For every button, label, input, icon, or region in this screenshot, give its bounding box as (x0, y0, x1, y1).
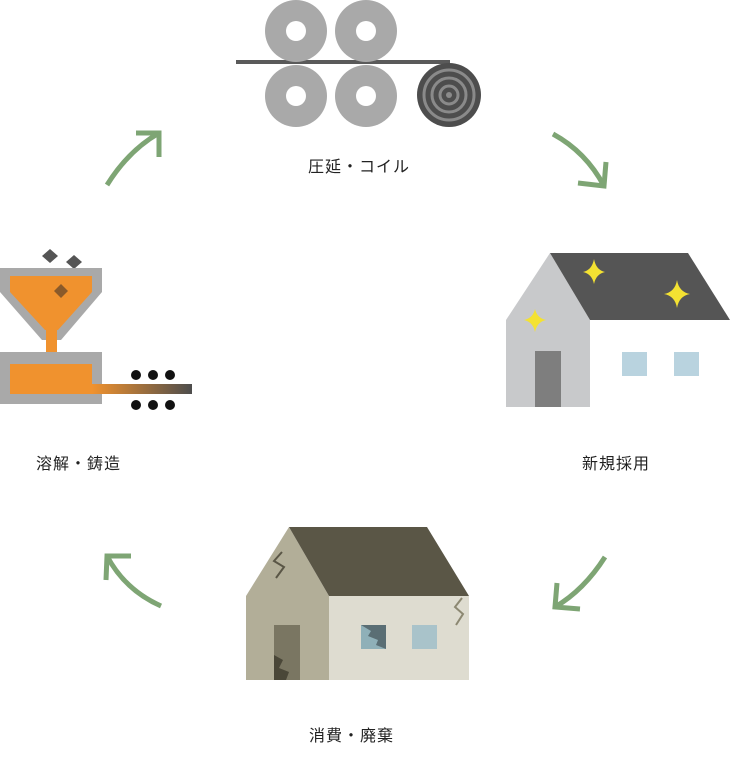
new-house-window-left (622, 352, 647, 376)
old-house-window (412, 625, 437, 649)
arrow-melting-to-rolling (104, 130, 162, 187)
sparkle-icon (524, 309, 546, 332)
pellet (131, 370, 141, 380)
scrap-piece (66, 255, 82, 269)
pellet (148, 370, 158, 380)
steel-coil (417, 63, 481, 127)
old-house-icon (246, 527, 469, 680)
molten-metal (10, 276, 92, 330)
new-house-icon (506, 253, 730, 407)
new-house-window-right (674, 352, 699, 376)
mold-metal (10, 364, 92, 394)
stage-label-disposal: 消費・廃棄 (309, 726, 395, 745)
old-house-roof (289, 527, 469, 596)
arrow-rolling-to-new (551, 131, 609, 189)
sparkle-icon (664, 280, 690, 308)
roller-bottom-right (335, 65, 397, 127)
crack-icon (272, 551, 286, 579)
pour-stream (46, 330, 57, 366)
pellet (165, 400, 175, 410)
stage-label-new-use: 新規採用 (582, 454, 651, 473)
scrap-piece (42, 249, 58, 263)
sparkle-icon (583, 259, 605, 284)
stage-label-melting: 溶解・鋳造 (36, 454, 122, 473)
new-house-door (535, 351, 561, 407)
arrow-new-to-disposal (552, 555, 608, 612)
pellet (165, 370, 175, 380)
pellet (131, 400, 141, 410)
door-damage (274, 655, 289, 680)
pellet (148, 400, 158, 410)
crack-icon (453, 597, 465, 626)
new-house-side (590, 320, 720, 407)
new-house-front (506, 253, 590, 407)
furnace-icon (0, 249, 192, 410)
roller-top-left (265, 0, 327, 62)
stage-label-rolling: 圧延・コイル (308, 157, 411, 176)
roller-bottom-left (265, 65, 327, 127)
old-house-front (246, 527, 329, 680)
scrap-piece (54, 284, 68, 298)
old-house-side (329, 596, 469, 680)
rolling-mill-icon (236, 0, 481, 127)
casting-strand (92, 384, 192, 394)
roller-top-right (335, 0, 397, 62)
broken-glass (361, 625, 386, 649)
arrow-disposal-to-melting (103, 553, 163, 609)
